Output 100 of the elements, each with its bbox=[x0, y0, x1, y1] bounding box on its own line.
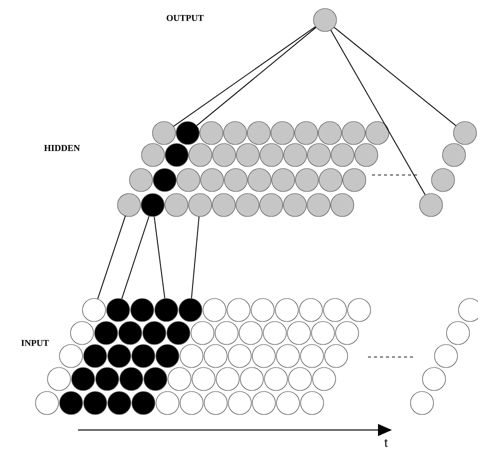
neuron-circle bbox=[323, 298, 347, 322]
neuron-circle bbox=[240, 367, 264, 391]
neuron-circle bbox=[83, 391, 107, 415]
neuron-circle bbox=[141, 143, 165, 167]
neuron-circle bbox=[108, 391, 132, 415]
neuron-circle bbox=[236, 193, 260, 217]
neuron-circle bbox=[347, 298, 371, 322]
neuron-circle bbox=[271, 168, 295, 192]
neuron-circle bbox=[276, 391, 300, 415]
neuron-circle bbox=[275, 298, 299, 322]
neuron-circle bbox=[82, 298, 106, 322]
neuron-circle bbox=[71, 367, 95, 391]
neuron-circle bbox=[178, 298, 202, 322]
neuron-circle bbox=[106, 298, 130, 322]
connection-line bbox=[97, 216, 126, 300]
neuron-circle bbox=[287, 321, 311, 345]
neuron-circle bbox=[300, 344, 324, 368]
neuron-circle bbox=[263, 321, 287, 345]
neuron-circle bbox=[154, 298, 178, 322]
neuron-circle bbox=[324, 344, 348, 368]
neuron-circle bbox=[238, 321, 262, 345]
neuron-circle bbox=[156, 344, 180, 368]
neuron-circle bbox=[214, 321, 238, 345]
connection-line bbox=[196, 27, 316, 126]
neuron-circle bbox=[276, 344, 300, 368]
neuron-circle bbox=[434, 344, 458, 368]
neuron-circle bbox=[107, 344, 131, 368]
neuron-circle bbox=[446, 321, 470, 345]
neuron-circle bbox=[164, 193, 188, 217]
neuron-circle bbox=[330, 143, 354, 167]
neuron-circle bbox=[144, 367, 168, 391]
neuron-circle bbox=[342, 121, 366, 145]
neuron-circle bbox=[422, 367, 446, 391]
neuron-circle bbox=[330, 193, 354, 217]
neuron-circle bbox=[176, 121, 200, 145]
neuron-circle bbox=[318, 168, 342, 192]
neuron-circle bbox=[120, 367, 144, 391]
neuron-circle bbox=[288, 367, 312, 391]
neuron-circle bbox=[47, 367, 71, 391]
neuron-circle bbox=[200, 121, 224, 145]
neuron-circle bbox=[132, 344, 156, 368]
neuron-circle bbox=[306, 193, 330, 217]
neuron-circle bbox=[130, 298, 154, 322]
neuron-circle bbox=[252, 344, 276, 368]
connection-line bbox=[334, 26, 456, 126]
neuron-circle bbox=[59, 344, 83, 368]
neuron-circle bbox=[204, 344, 228, 368]
neuron-circle bbox=[95, 367, 119, 391]
neuron-circle bbox=[176, 168, 200, 192]
neuron-circle bbox=[300, 391, 324, 415]
neuron-circle bbox=[295, 168, 319, 192]
neuron-circle bbox=[252, 391, 276, 415]
neuron-circle bbox=[307, 143, 331, 167]
neuron-circle bbox=[180, 344, 204, 368]
neuron-circle bbox=[166, 321, 190, 345]
neuron-circle bbox=[212, 193, 236, 217]
connection-line bbox=[191, 216, 200, 299]
neuron-circle bbox=[83, 344, 107, 368]
neuron-circle bbox=[164, 143, 188, 167]
neuron-circle bbox=[366, 121, 390, 145]
neuron-circle bbox=[294, 121, 318, 145]
neuron-circle bbox=[168, 367, 192, 391]
neuron-circle bbox=[335, 321, 359, 345]
neuron-circle bbox=[228, 344, 252, 368]
neuron-circle bbox=[259, 193, 283, 217]
neuron-circle bbox=[226, 298, 250, 322]
neuron-circle bbox=[442, 143, 466, 167]
neuron-circle bbox=[283, 143, 307, 167]
neuron-circle bbox=[190, 321, 214, 345]
neuron-circle bbox=[216, 367, 240, 391]
neuron-circle bbox=[156, 391, 180, 415]
neuron-circle bbox=[270, 121, 294, 145]
neuron-circle bbox=[70, 321, 94, 345]
neuron-circle bbox=[311, 321, 335, 345]
neuron-circle bbox=[118, 321, 142, 345]
neuron-circle bbox=[419, 193, 443, 217]
neuron-circle bbox=[264, 367, 288, 391]
neuron-circle bbox=[342, 168, 366, 192]
neuron-circle bbox=[212, 143, 236, 167]
neuron-circle bbox=[129, 168, 153, 192]
neuron-circle bbox=[204, 391, 228, 415]
neuron-circle bbox=[260, 143, 284, 167]
neuron-circle bbox=[94, 321, 118, 345]
neuron-circle bbox=[283, 193, 307, 217]
neuron-circle bbox=[223, 121, 247, 145]
neuron-circle bbox=[188, 193, 212, 217]
neuron-circle bbox=[248, 168, 272, 192]
neuron-circle bbox=[35, 391, 59, 415]
connection-line bbox=[121, 216, 150, 300]
neuron-circle bbox=[152, 121, 176, 145]
neuron-circle bbox=[299, 298, 323, 322]
neuron-circle bbox=[140, 193, 164, 217]
layer-label: INPUT bbox=[21, 340, 49, 346]
neuron-circle bbox=[236, 143, 260, 167]
layer-label: t bbox=[384, 439, 388, 447]
neuron-circle bbox=[132, 391, 156, 415]
neuron-circle bbox=[192, 367, 216, 391]
neuron-circle bbox=[312, 367, 336, 391]
connection-line bbox=[173, 26, 316, 127]
neuron-circle bbox=[117, 193, 141, 217]
